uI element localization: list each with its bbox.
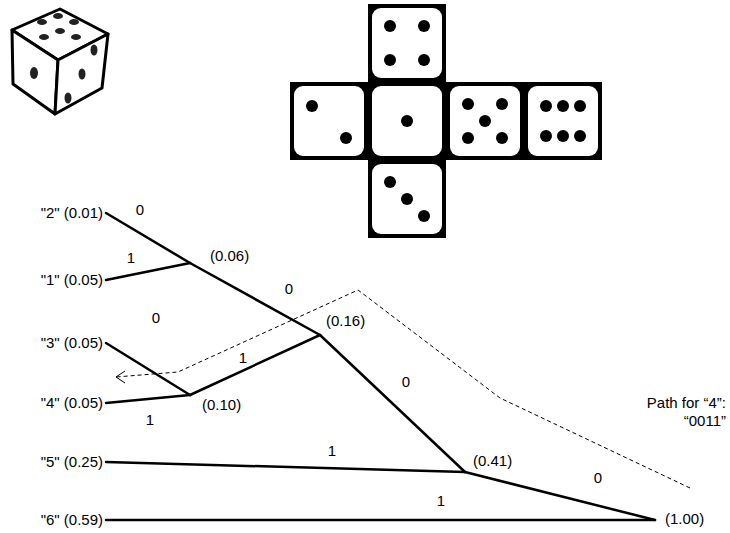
tree-branch: [190, 263, 320, 335]
bit-label: 1: [437, 493, 445, 509]
tree-branch: [106, 395, 190, 403]
die-net-pips: [306, 20, 586, 222]
tree-node: (0.41): [465, 452, 512, 473]
tree-node: (0.10): [190, 388, 241, 414]
leaf-symbol: "5" (0.25): [41, 453, 106, 471]
die-net-faces: [294, 8, 598, 234]
node-label: (0.06): [210, 247, 249, 265]
tree-branch: [465, 472, 655, 520]
bit-label: 0: [594, 470, 602, 486]
bit-label: 1: [127, 250, 135, 266]
tree-node: (1.00): [655, 510, 704, 528]
tree-node: (0.16): [320, 312, 365, 336]
node-label: "3" (0.05): [41, 334, 103, 352]
path-trace: [116, 290, 690, 488]
node-label: (1.00): [665, 510, 704, 528]
node-label: "1" (0.05): [41, 271, 103, 289]
leaf-symbol: "4" (0.05): [41, 394, 106, 412]
node-label: "4" (0.05): [41, 394, 103, 412]
node-label: (0.16): [326, 312, 365, 330]
node-label: "5" (0.25): [41, 453, 103, 471]
bit-label: 0: [152, 310, 160, 326]
leaf-symbol: "2" (0.01): [41, 204, 106, 222]
tree-node: (0.06): [190, 247, 249, 265]
tree-branch: [106, 263, 190, 280]
bit-label: 1: [328, 443, 336, 459]
tree-branch: [106, 213, 190, 263]
bit-label: 0: [285, 281, 293, 297]
node-label: "2" (0.01): [41, 204, 103, 222]
node-label: (0.10): [202, 396, 241, 414]
node-label: "6" (0.59): [41, 511, 103, 529]
tree-branch: [190, 335, 320, 395]
node-label: (0.41): [473, 452, 512, 470]
tree-branch: [320, 335, 465, 472]
tree-branch: [106, 462, 465, 472]
die-pips: [30, 13, 98, 104]
die-net-ground: [290, 4, 602, 238]
leaf-symbol: "1" (0.05): [41, 271, 106, 289]
die-3d: [12, 9, 108, 114]
bit-label: 1: [239, 350, 247, 366]
leaf-symbol: "6" (0.59): [41, 511, 106, 529]
bit-label: 1: [146, 412, 154, 428]
path-note: Path for “4”: “0011”: [626, 394, 726, 430]
bit-label: 0: [136, 202, 144, 218]
tree-branch: [106, 343, 190, 395]
bit-label: 0: [402, 374, 410, 390]
leaf-symbol: "3" (0.05): [41, 334, 106, 352]
tree-branch: [106, 519, 655, 522]
